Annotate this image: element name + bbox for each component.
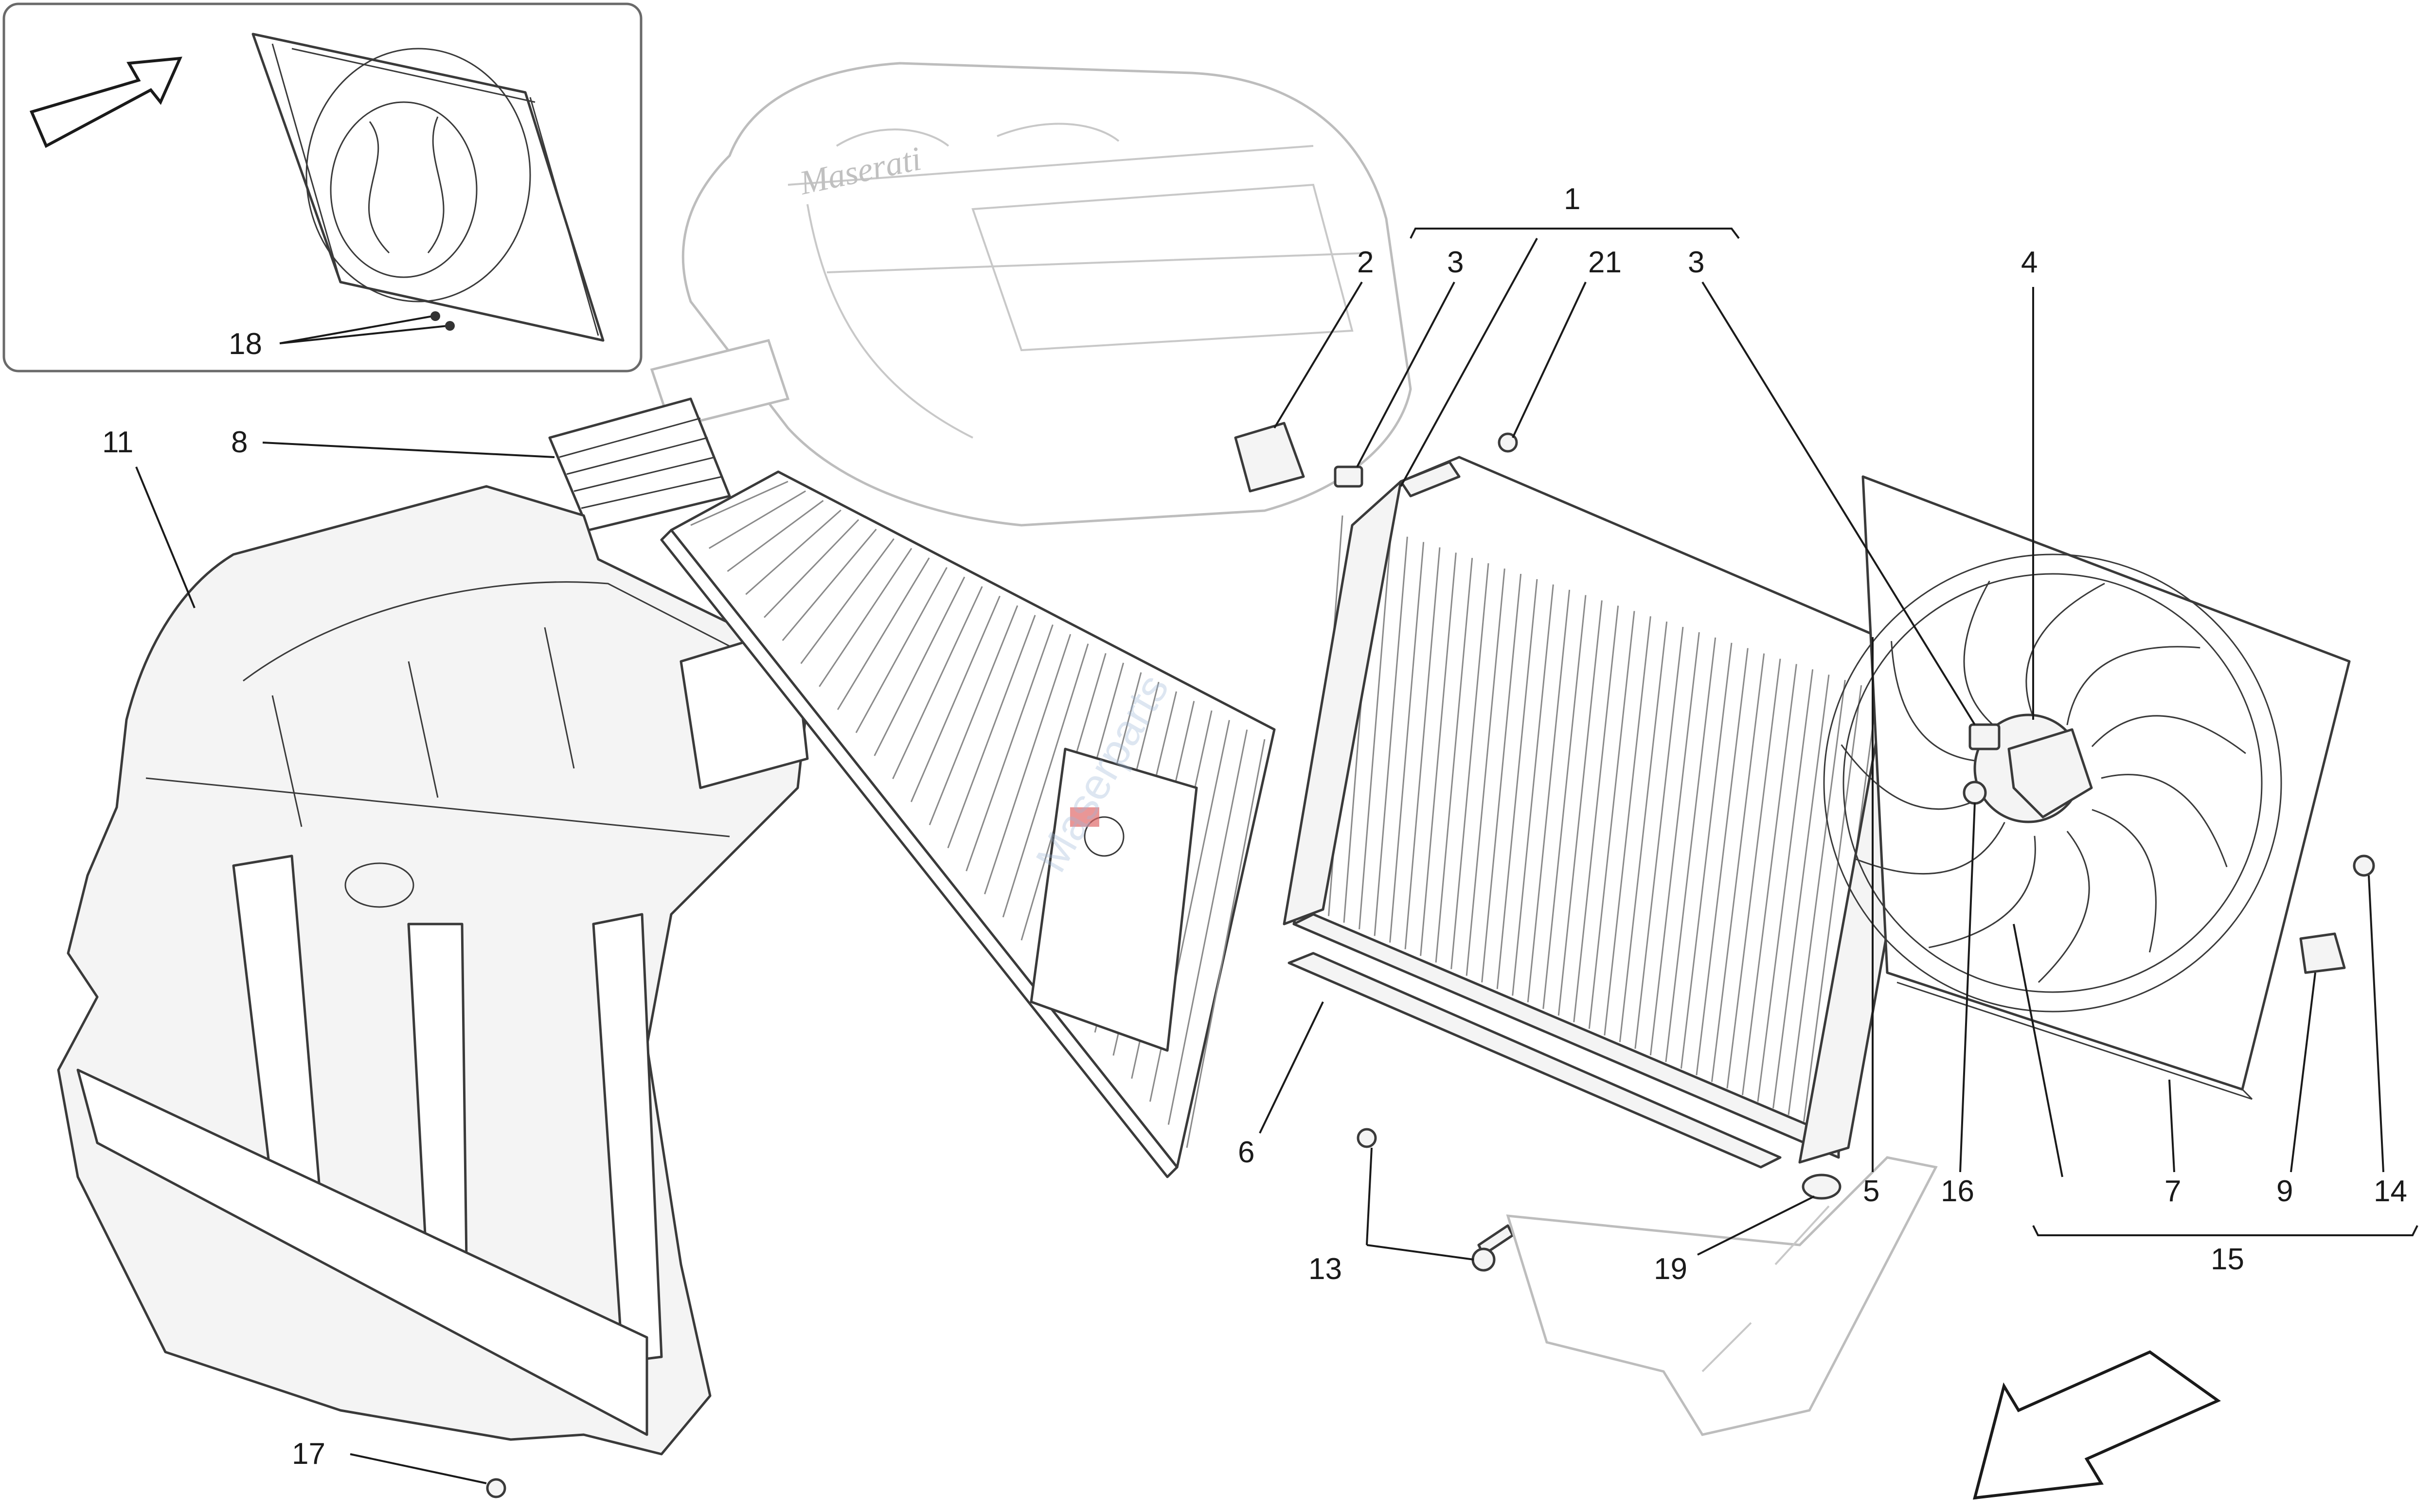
direction-arrow-icon <box>1972 1350 2221 1500</box>
label-13: 13 <box>1308 1147 1474 1286</box>
svg-text:15: 15 <box>2211 1243 2244 1276</box>
label-4: 4 <box>2021 246 2038 720</box>
fan-blades <box>1841 580 2246 983</box>
label-3-right: 3 <box>1688 246 1976 726</box>
label-11: 11 <box>102 426 196 608</box>
bolt-21 <box>1498 432 1518 453</box>
svg-text:3: 3 <box>1688 246 1704 279</box>
radiator <box>1283 456 1937 1164</box>
label-8: 8 <box>231 426 555 459</box>
clip-3-left <box>1334 465 1363 488</box>
screws-13 <box>1357 1128 1514 1272</box>
label-5: 5 <box>1863 637 1879 1208</box>
label-6: 6 <box>1238 1001 1324 1169</box>
svg-text:9: 9 <box>2276 1174 2293 1208</box>
screw-17 <box>486 1478 506 1498</box>
label-15: 15 <box>2211 1243 2244 1276</box>
label-9: 9 <box>2276 972 2316 1208</box>
inset-direction-arrow-icon <box>29 56 182 148</box>
subframe-ghost <box>1506 1156 1938 1436</box>
label-21: 21 <box>1512 246 1622 438</box>
svg-text:7: 7 <box>2164 1174 2181 1208</box>
label-2: 2 <box>1273 246 1374 429</box>
cooling-fan-assembly <box>1823 475 2351 1100</box>
svg-text:16: 16 <box>1941 1174 1974 1208</box>
grommet-19 <box>1802 1174 1842 1200</box>
svg-text:5: 5 <box>1863 1174 1879 1208</box>
svg-text:13: 13 <box>1308 1252 1342 1286</box>
svg-text:14: 14 <box>2374 1174 2407 1208</box>
inset-detail-box: 18 <box>2 2 643 373</box>
label-19: 19 <box>1654 1195 1815 1286</box>
inset-fan-shroud <box>251 33 605 342</box>
radiator-lower-seal <box>1288 952 1782 1169</box>
svg-text:1: 1 <box>1564 182 1580 216</box>
label-1: 1 <box>1400 182 1580 487</box>
ac-condenser <box>660 470 1276 1178</box>
screw-14 <box>2353 854 2375 877</box>
svg-text:11: 11 <box>102 426 133 459</box>
bracket-9 <box>2299 932 2346 974</box>
label-17: 17 <box>292 1437 487 1484</box>
group-1-bracket <box>1410 228 1740 239</box>
grommet-16 <box>1963 781 1987 805</box>
label-7: 7 <box>2164 1079 2181 1208</box>
svg-text:3: 3 <box>1447 246 1464 279</box>
clip-3-right <box>1968 723 2001 750</box>
svg-text:17: 17 <box>292 1437 325 1471</box>
relay-bracket <box>1234 422 1305 493</box>
air-deflector-shroud <box>57 485 809 1456</box>
svg-text:6: 6 <box>1238 1136 1254 1169</box>
svg-text:19: 19 <box>1654 1252 1687 1286</box>
label-16: 16 <box>1941 802 1976 1208</box>
group-15-bracket <box>2032 1225 2418 1236</box>
engine-cover-ghost: Maserati <box>650 62 1412 527</box>
svg-text:4: 4 <box>2021 246 2038 279</box>
label-18: 18 <box>229 311 455 361</box>
label-14: 14 <box>2368 875 2407 1208</box>
air-intake-bellows <box>548 397 731 532</box>
svg-text:18: 18 <box>229 327 262 361</box>
svg-text:21: 21 <box>1588 246 1622 279</box>
svg-text:2: 2 <box>1357 246 1374 279</box>
label-3-left: 3 <box>1356 246 1464 467</box>
svg-text:8: 8 <box>231 426 248 459</box>
